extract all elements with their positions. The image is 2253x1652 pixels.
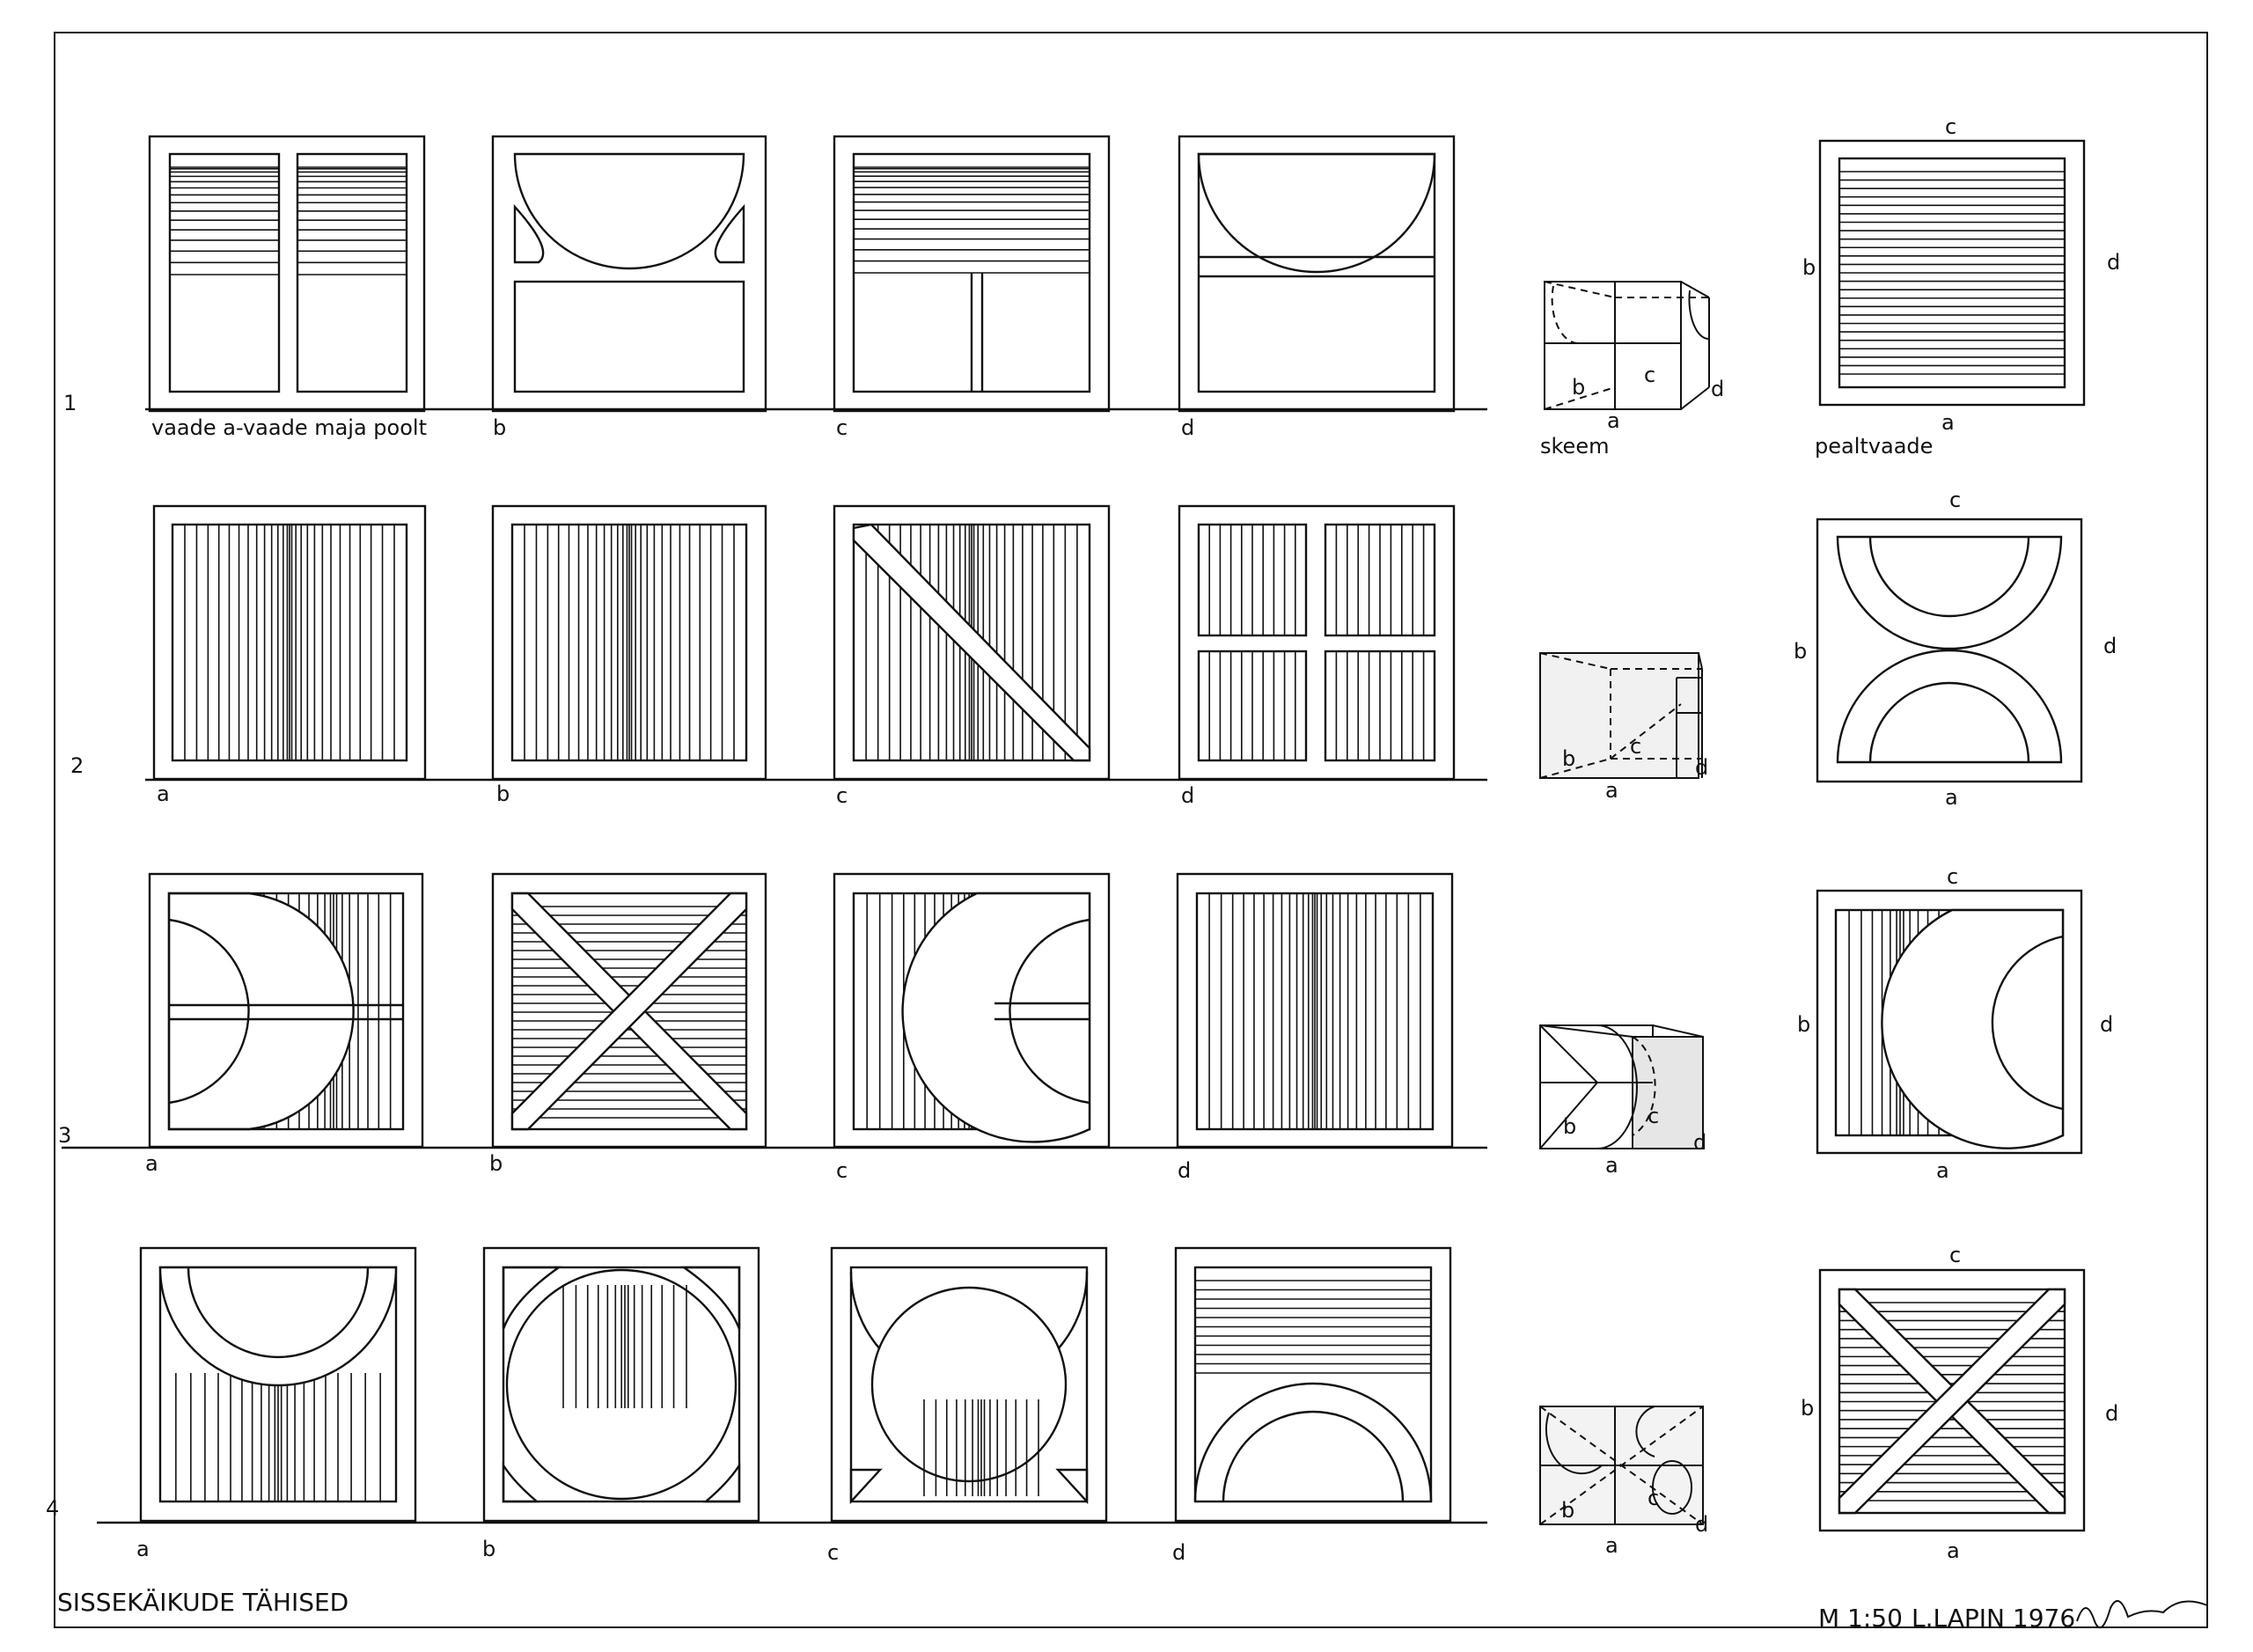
row-3: 3 a b c — [58, 864, 2113, 1183]
skeem-4-label-c: c — [1648, 1486, 1659, 1510]
skeem-2-label-b: b — [1562, 746, 1575, 771]
plan-3-label-a: a — [1936, 1158, 1949, 1183]
row-number: 3 — [58, 1123, 71, 1148]
plan-1-label-b: b — [1802, 255, 1816, 280]
plan-1-label-d: d — [2107, 250, 2120, 275]
plan-2 — [1816, 518, 2083, 783]
skeem-4-label-a: a — [1605, 1533, 1618, 1558]
plan-4-label-b: b — [1801, 1396, 1814, 1421]
skeem-3-label-a: a — [1605, 1153, 1618, 1178]
plan-4 — [1818, 1268, 2086, 1532]
signature — [2076, 1600, 2208, 1629]
label-2d: d — [1181, 783, 1194, 808]
label-3b: b — [489, 1151, 503, 1176]
row-1: 1 vaade a-vaade maja poolt b c — [63, 114, 2120, 459]
label-4c: c — [827, 1540, 839, 1565]
row-4: 4 a b c — [46, 1243, 2118, 1565]
author-label: L.LAPIN 1976 — [1912, 1604, 2075, 1633]
skeem-1-label-b: b — [1572, 375, 1585, 400]
elevation-1c — [833, 135, 1111, 413]
plan-1-caption: pealtvaade — [1815, 434, 1933, 459]
label-4b: b — [482, 1537, 495, 1561]
row-2: 2 a b c d — [70, 488, 2117, 810]
label-4a: a — [136, 1537, 150, 1561]
label-1c: c — [836, 415, 848, 440]
plan-2-label-b: b — [1794, 639, 1807, 664]
skeem-1-caption: skeem — [1540, 434, 1609, 459]
elevation-3d — [1176, 872, 1454, 1149]
plan-2-label-c: c — [1949, 488, 1961, 512]
plan-3-label-b: b — [1797, 1012, 1810, 1037]
plan-1 — [1818, 139, 2086, 407]
plan-1-label-a: a — [1941, 410, 1955, 435]
plan-2-label-d: d — [2103, 634, 2117, 658]
label-1a: vaade a-vaade maja poolt — [151, 415, 427, 440]
elevation-2c — [833, 504, 1111, 781]
sheet-title: SISSEKÄIKUDE TÄHISED — [57, 1588, 349, 1617]
label-3a: a — [145, 1151, 158, 1176]
plan-4-label-c: c — [1949, 1243, 1961, 1267]
elevation-4b — [482, 1246, 760, 1523]
elevation-4c — [830, 1246, 1108, 1523]
row-number: 4 — [46, 1496, 59, 1521]
skeem-1-label-d: d — [1711, 377, 1724, 401]
plan-3-label-c: c — [1947, 864, 1958, 889]
skeem-4 — [1539, 1406, 1704, 1525]
label-3c: c — [836, 1158, 848, 1183]
skeem-1 — [1544, 281, 1710, 410]
label-2a: a — [157, 782, 170, 806]
skeem-2 — [1539, 652, 1703, 779]
skeem-2-label-a: a — [1605, 778, 1618, 803]
elevation-4a — [139, 1246, 417, 1523]
skeem-4-label-d: d — [1695, 1512, 1708, 1537]
elevation-2a — [152, 504, 427, 781]
plan-2-label-a: a — [1945, 785, 1958, 810]
elevation-2b — [491, 504, 767, 781]
skeem-1-label-a: a — [1607, 408, 1620, 433]
skeem-3-label-b: b — [1563, 1114, 1576, 1139]
skeem-3-label-d: d — [1693, 1130, 1706, 1155]
label-3d: d — [1178, 1158, 1191, 1183]
scale-label: M 1:50 — [1818, 1604, 1903, 1633]
elevation-3b — [491, 872, 767, 1149]
label-2c: c — [836, 783, 848, 808]
skeem-2-label-d: d — [1695, 755, 1708, 780]
skeem-4-label-b: b — [1561, 1498, 1574, 1523]
elevation-4d — [1174, 1246, 1452, 1523]
sheet-border — [54, 32, 2208, 1628]
skeem-1-label-c: c — [1644, 363, 1655, 387]
skeem-3-label-c: c — [1648, 1104, 1659, 1128]
plan-4-label-d: d — [2105, 1401, 2118, 1426]
elevation-1a — [148, 135, 426, 413]
plan-1-label-c: c — [1945, 114, 1956, 139]
row-number: 2 — [70, 753, 84, 778]
elevation-3a — [148, 872, 424, 1149]
elevation-2d — [1178, 504, 1456, 781]
label-1b: b — [493, 415, 506, 440]
label-1d: d — [1181, 415, 1194, 440]
elevation-1d — [1178, 135, 1456, 413]
label-4d: d — [1172, 1540, 1185, 1565]
label-2b: b — [496, 782, 510, 806]
plan-3-label-d: d — [2100, 1012, 2113, 1037]
row-number: 1 — [63, 391, 77, 415]
skeem-2-label-c: c — [1630, 734, 1641, 759]
skeem-3 — [1539, 1024, 1704, 1149]
elevation-1b — [491, 135, 767, 413]
plan-4-label-a: a — [1947, 1538, 1960, 1563]
elevation-3c — [833, 872, 1111, 1149]
plan-3 — [1816, 889, 2083, 1155]
